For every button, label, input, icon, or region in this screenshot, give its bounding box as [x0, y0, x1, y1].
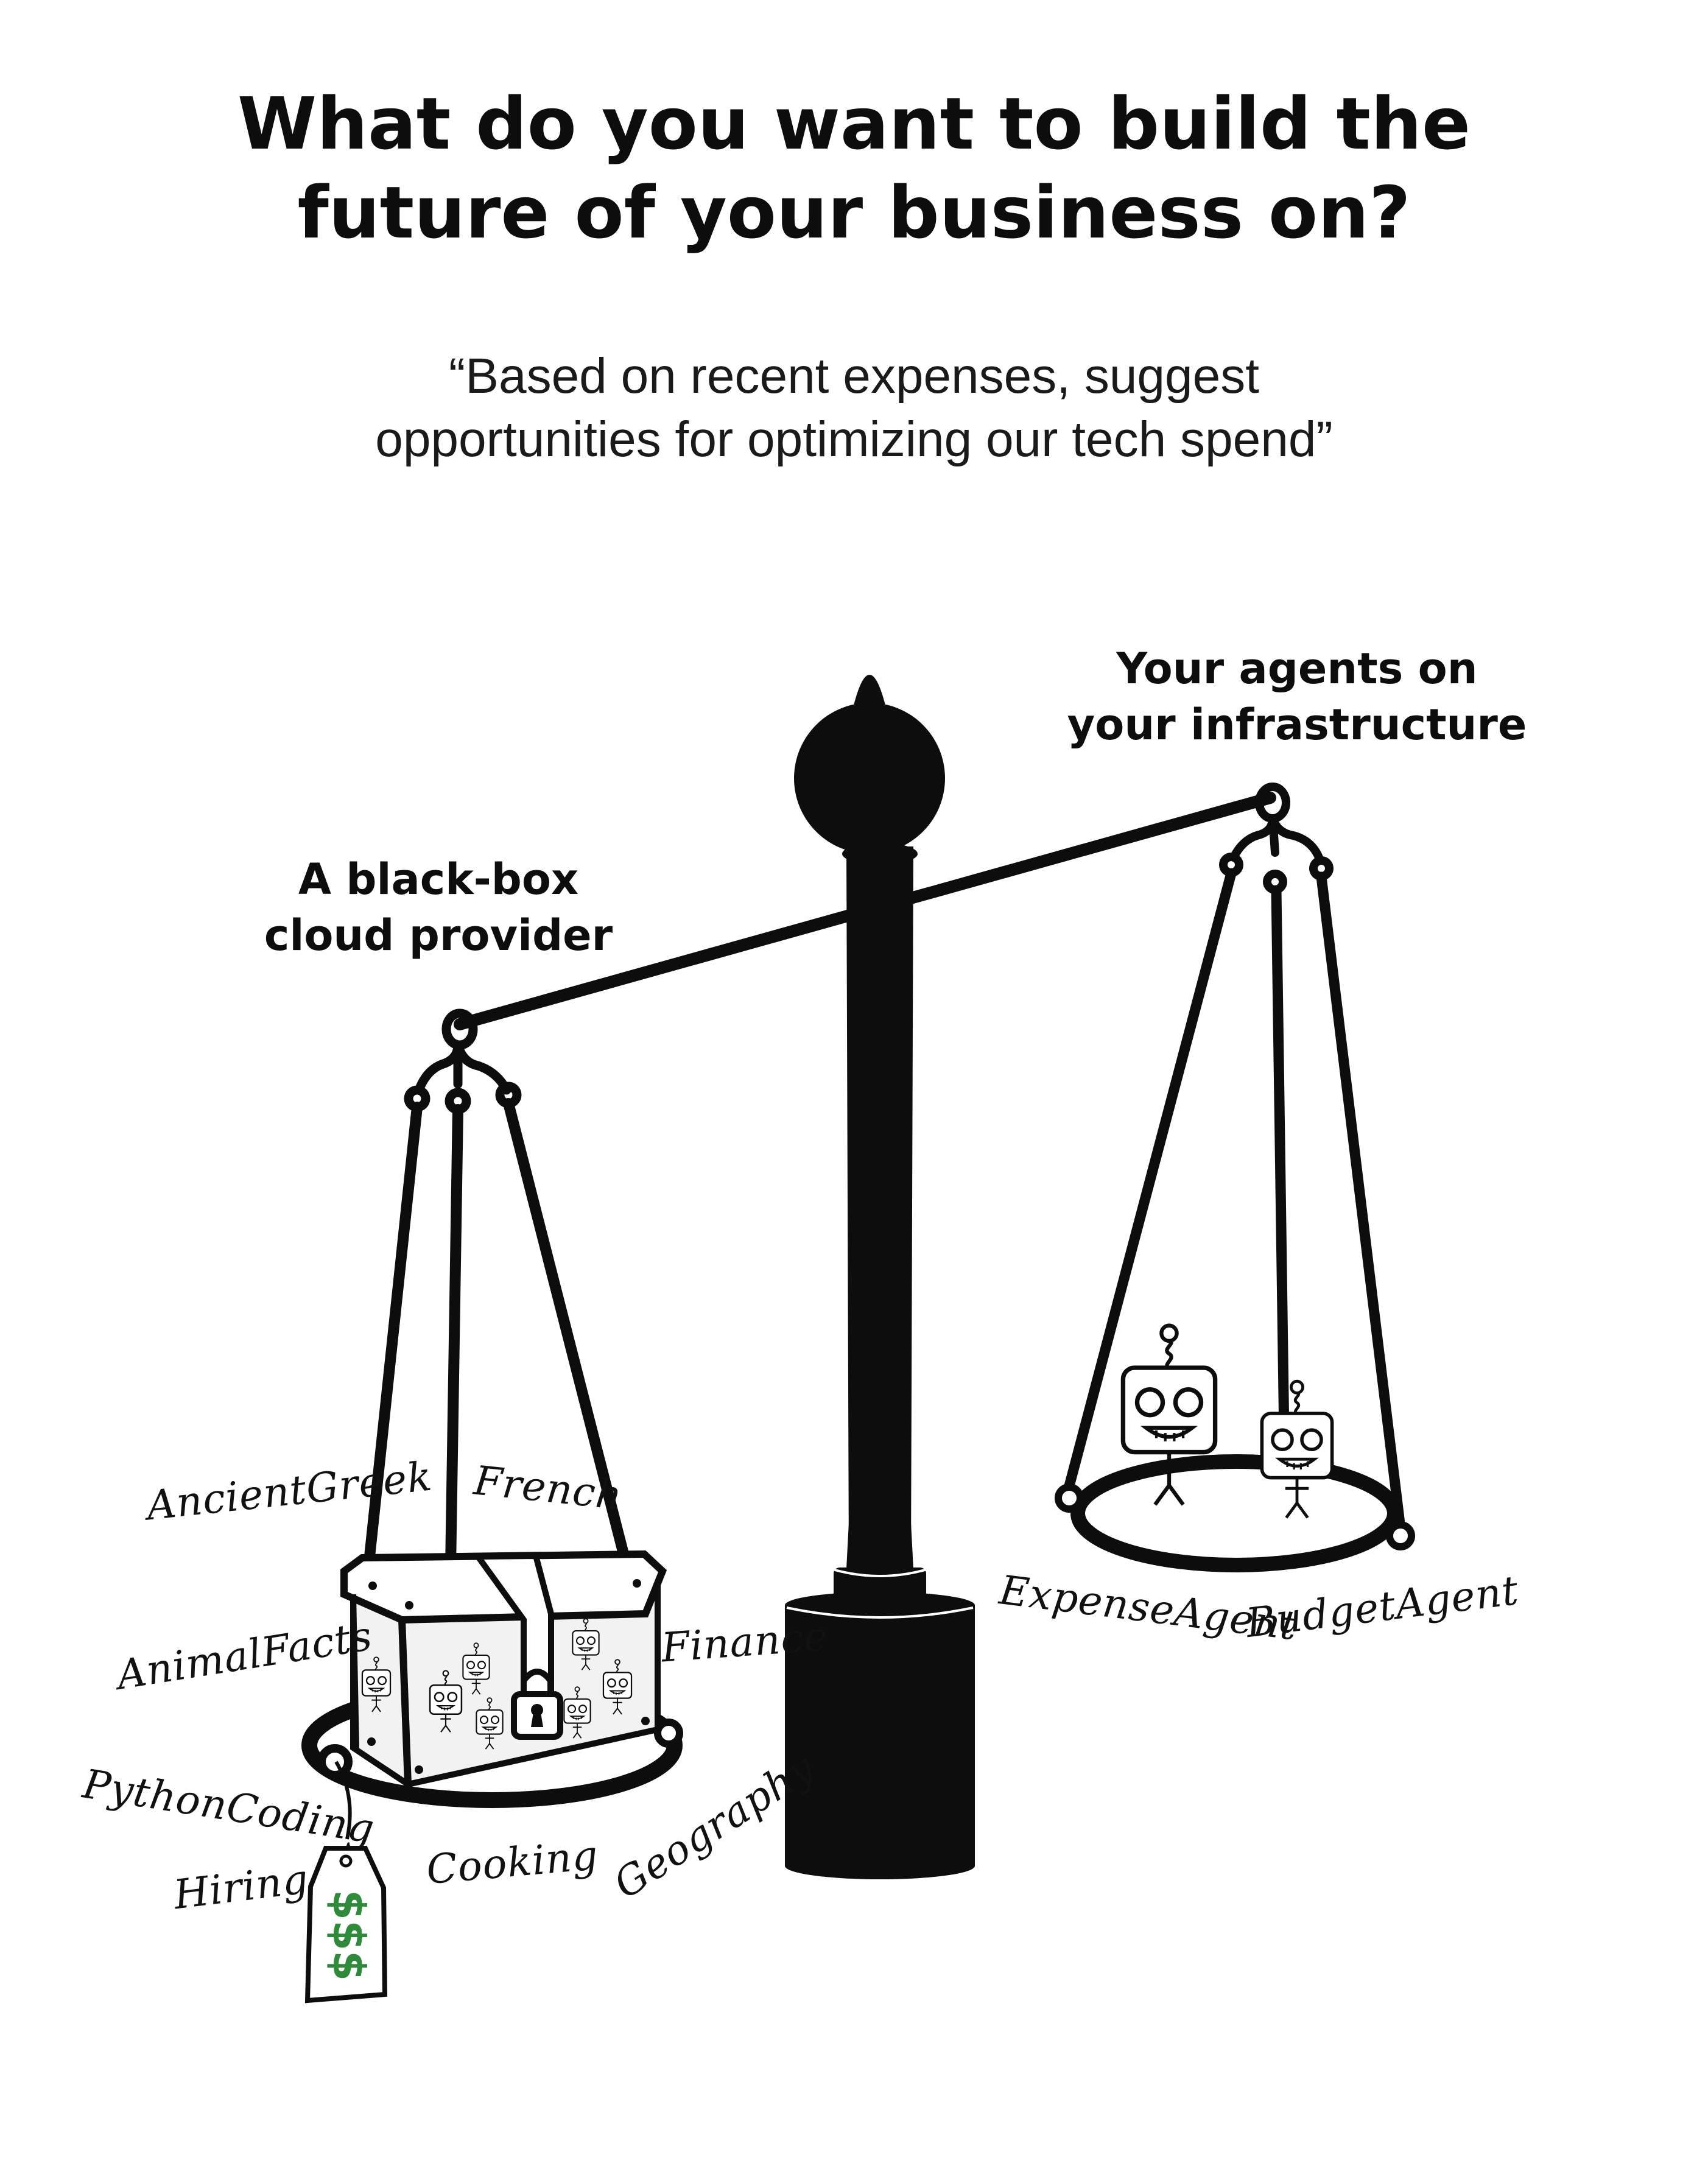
quote-line-2: opportunities for optimizing our tech sp… — [375, 412, 1333, 467]
left-pan-label-line-2: cloud provider — [264, 910, 613, 960]
price-tag-text: $$$ — [323, 1890, 374, 1981]
title-line-1: What do you want to build the — [237, 82, 1471, 166]
right-pan — [1055, 1454, 1415, 1572]
right-pan-label-line-1: Your agents on — [1116, 644, 1478, 694]
quote-line-1: “Based on recent expenses, suggest — [448, 348, 1260, 404]
treasure-chest-icon — [340, 1550, 667, 1788]
left-pan-label: A black-box cloud provider — [231, 851, 645, 963]
right-hanger — [1061, 783, 1406, 1534]
price-tag-icon: $$$ — [304, 1761, 388, 2004]
scale-beam — [454, 792, 1276, 1030]
right-pan-label-line-2: your infrastructure — [1067, 700, 1527, 750]
scale-pillar — [794, 675, 945, 1569]
page-title: What do you want to build the future of … — [0, 79, 1708, 257]
left-pan-label-line-1: A black-box — [298, 854, 579, 904]
padlock-icon — [511, 1669, 563, 1740]
left-hanger — [363, 1008, 633, 1574]
scale-base — [785, 1568, 975, 1879]
right-pan-label: Your agents on your infrastructure — [1029, 641, 1565, 753]
title-line-2: future of your business on? — [297, 171, 1411, 255]
prompt-quote: “Based on recent expenses, suggest oppor… — [0, 345, 1708, 471]
